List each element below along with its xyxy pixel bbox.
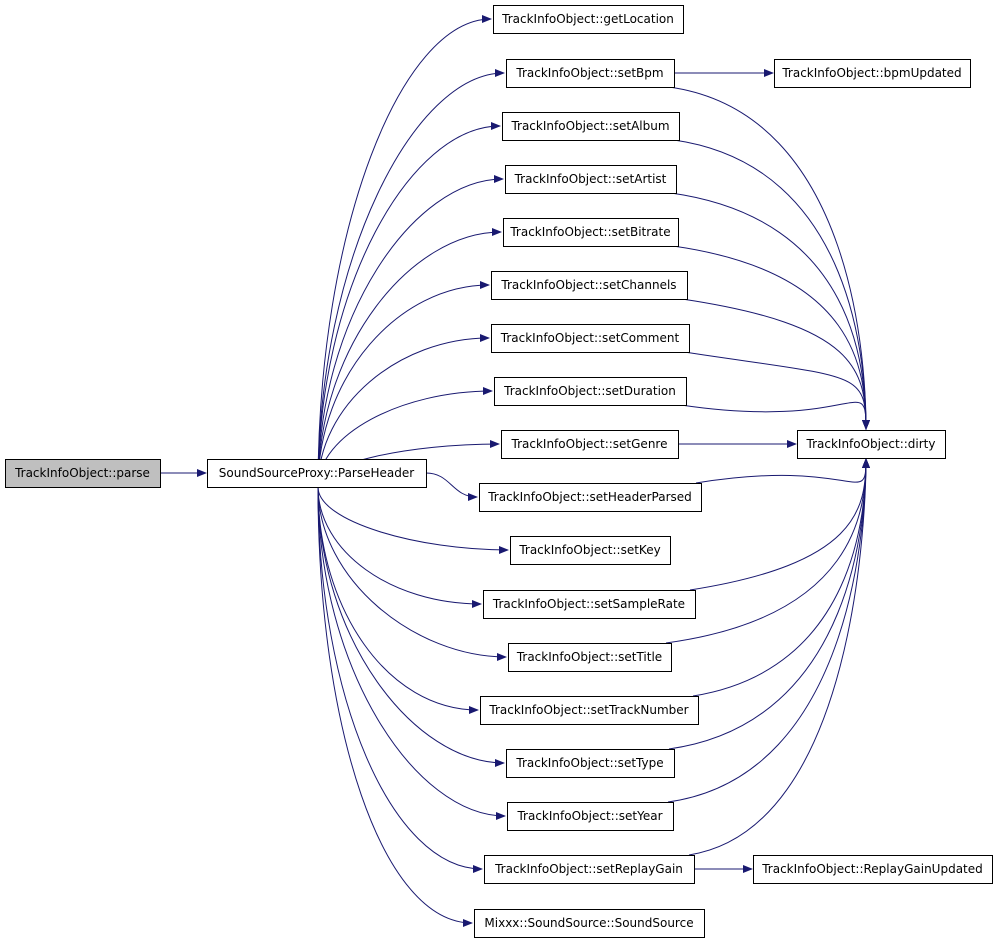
- node-trackinfoobject-setbpm[interactable]: TrackInfoObject::setBpm: [506, 59, 675, 88]
- node-label: TrackInfoObject::setKey: [518, 543, 660, 557]
- node-trackinfoobject-setcomment[interactable]: TrackInfoObject::setComment: [491, 324, 690, 353]
- edge-soundsourceproxy-parseheader-to-trackinfoobject-setbitrate: [317, 228, 502, 488]
- edge-soundsourceproxy-parseheader-to-trackinfoobject-getlocation: [317, 15, 492, 488]
- node-label: TrackInfoObject::setChannels: [500, 278, 676, 292]
- node-box: [506, 749, 675, 778]
- edge-soundsourceproxy-parseheader-to-trackinfoobject-setsamplerate: [317, 486, 482, 608]
- node-trackinfoobject-setyear[interactable]: TrackInfoObject::setYear: [507, 802, 674, 831]
- edge-soundsourceproxy-parseheader-to-trackinfoobject-setalbum: [317, 122, 501, 488]
- edge-layer: [160, 15, 870, 927]
- node-trackinfoobject-bpmupdated[interactable]: TrackInfoObject::bpmUpdated: [774, 59, 971, 88]
- node-box: [480, 696, 699, 725]
- node-box: [506, 59, 675, 88]
- node-trackinfoobject-getlocation[interactable]: TrackInfoObject::getLocation: [493, 5, 684, 34]
- node-soundsourceproxy-parseheader[interactable]: SoundSourceProxy::ParseHeader: [207, 459, 427, 488]
- node-box: [501, 430, 679, 459]
- edge-soundsourceproxy-parseheader-to-trackinfoobject-setchannels: [317, 281, 490, 488]
- node-label: TrackInfoObject::setSampleRate: [492, 597, 685, 611]
- edge-trackinfoobject-settracknumber-to-trackinfoobject-dirty: [692, 458, 870, 697]
- node-trackinfoobject-settitle[interactable]: TrackInfoObject::setTitle: [508, 643, 672, 672]
- edge-soundsourceproxy-parseheader-to-trackinfoobject-setyear: [317, 486, 506, 820]
- node-trackinfoobject-settracknumber[interactable]: TrackInfoObject::setTrackNumber: [480, 696, 699, 725]
- node-label: TrackInfoObject::bpmUpdated: [781, 66, 961, 80]
- node-trackinfoobject-setkey[interactable]: TrackInfoObject::setKey: [510, 536, 671, 565]
- node-trackinfoobject-setreplaygain[interactable]: TrackInfoObject::setReplayGain: [484, 855, 695, 884]
- node-box: [5, 459, 161, 488]
- node-trackinfoobject-replaygainupdated[interactable]: TrackInfoObject::ReplayGainUpdated: [753, 855, 993, 884]
- node-box: [502, 112, 680, 141]
- edge-trackinfoobject-setduration-to-trackinfoobject-dirty: [680, 401, 870, 430]
- node-label: TrackInfoObject::setTrackNumber: [488, 703, 688, 717]
- node-box: [479, 483, 702, 512]
- node-label: TrackInfoObject::setReplayGain: [494, 862, 683, 876]
- node-label: TrackInfoObject::parse: [14, 466, 150, 480]
- node-box: [491, 271, 688, 300]
- node-trackinfoobject-setartist[interactable]: TrackInfoObject::setArtist: [505, 165, 677, 194]
- edge-trackinfoobject-setchannels-to-trackinfoobject-dirty: [681, 298, 870, 430]
- node-mixxx-soundsource-soundsource[interactable]: Mixxx::SoundSource::SoundSource: [474, 909, 705, 938]
- edge-trackinfoobject-setsamplerate-to-trackinfoobject-dirty: [689, 458, 870, 591]
- edge-soundsourceproxy-parseheader-to-trackinfoobject-setartist: [317, 175, 504, 488]
- edge-trackinfoobject-setheaderparsed-to-trackinfoobject-dirty: [695, 458, 870, 484]
- edge-soundsourceproxy-parseheader-to-trackinfoobject-settitle: [317, 486, 507, 661]
- edge-trackinfoobject-setartist-to-trackinfoobject-dirty: [670, 192, 870, 430]
- node-trackinfoobject-setgenre[interactable]: TrackInfoObject::setGenre: [501, 430, 679, 459]
- node-label: TrackInfoObject::setYear: [516, 809, 662, 823]
- node-box: [494, 377, 687, 406]
- node-label: Mixxx::SoundSource::SoundSource: [484, 916, 693, 930]
- node-box: [493, 5, 684, 34]
- edge-soundsourceproxy-parseheader-to-trackinfoobject-settype: [317, 486, 505, 767]
- edge-trackinfoobject-setalbum-to-trackinfoobject-dirty: [673, 139, 870, 430]
- node-box: [774, 59, 971, 88]
- node-trackinfoobject-settype[interactable]: TrackInfoObject::setType: [506, 749, 675, 778]
- node-box: [484, 855, 695, 884]
- edge-soundsourceproxy-parseheader-to-trackinfoobject-setbpm: [317, 69, 505, 488]
- node-trackinfoobject-parse[interactable]: TrackInfoObject::parse: [5, 459, 161, 488]
- node-label: TrackInfoObject::setGenre: [511, 437, 668, 451]
- node-trackinfoobject-setalbum[interactable]: TrackInfoObject::setAlbum: [502, 112, 680, 141]
- node-box: [483, 590, 696, 619]
- node-trackinfoobject-setduration[interactable]: TrackInfoObject::setDuration: [494, 377, 687, 406]
- edge-soundsourceproxy-parseheader-to-trackinfoobject-setreplaygain: [317, 486, 483, 873]
- node-label: TrackInfoObject::setAlbum: [510, 119, 669, 133]
- node-box: [507, 802, 674, 831]
- node-box: [753, 855, 993, 884]
- node-box: [491, 324, 690, 353]
- edge-trackinfoobject-setreplaygain-to-trackinfoobject-dirty: [688, 458, 870, 856]
- node-label: TrackInfoObject::setComment: [500, 331, 680, 345]
- node-box: [510, 536, 671, 565]
- node-layer: TrackInfoObject::parse SoundSourceProxy::…: [5, 5, 993, 938]
- node-box: [474, 909, 705, 938]
- edge-soundsourceproxy-parseheader-to-trackinfoobject-settracknumber: [317, 486, 479, 714]
- node-box: [207, 459, 427, 488]
- node-label: TrackInfoObject::setTitle: [516, 650, 662, 664]
- node-label: TrackInfoObject::setDuration: [503, 384, 676, 398]
- edge-soundsourceproxy-parseheader-to-trackinfoobject-setkey: [317, 486, 509, 554]
- node-label: TrackInfoObject::getLocation: [501, 12, 674, 26]
- node-trackinfoobject-setsamplerate[interactable]: TrackInfoObject::setSampleRate: [483, 590, 696, 619]
- node-box: [797, 430, 946, 459]
- node-trackinfoobject-setchannels[interactable]: TrackInfoObject::setChannels: [491, 271, 688, 300]
- edge-soundsourceproxy-parseheader-to-mixxx-soundsource-soundsource: [317, 486, 473, 927]
- node-trackinfoobject-setbitrate[interactable]: TrackInfoObject::setBitrate: [503, 218, 679, 247]
- node-label: TrackInfoObject::setHeaderParsed: [487, 490, 692, 504]
- node-label: TrackInfoObject::setBitrate: [509, 225, 670, 239]
- node-trackinfoobject-setheaderparsed[interactable]: TrackInfoObject::setHeaderParsed: [479, 483, 702, 512]
- node-label: TrackInfoObject::ReplayGainUpdated: [761, 862, 983, 876]
- node-label: TrackInfoObject::setBpm: [515, 66, 663, 80]
- node-label: SoundSourceProxy::ParseHeader: [219, 466, 414, 480]
- node-box: [503, 218, 679, 247]
- node-label: TrackInfoObject::setArtist: [514, 172, 667, 186]
- edge-soundsourceproxy-parseheader-to-trackinfoobject-setcomment: [317, 334, 490, 488]
- node-trackinfoobject-dirty[interactable]: TrackInfoObject::dirty: [797, 430, 946, 459]
- edge-trackinfoobject-setcomment-to-trackinfoobject-dirty: [683, 351, 870, 430]
- edge-soundsourceproxy-parseheader-to-trackinfoobject-setheaderparsed: [425, 472, 478, 501]
- node-label: TrackInfoObject::dirty: [806, 437, 936, 451]
- edge-trackinfoobject-setbpm-to-trackinfoobject-dirty: [668, 86, 870, 430]
- edge-trackinfoobject-setbitrate-to-trackinfoobject-dirty: [672, 245, 870, 430]
- node-box: [508, 643, 672, 672]
- node-label: TrackInfoObject::setType: [515, 756, 663, 770]
- node-box: [505, 165, 677, 194]
